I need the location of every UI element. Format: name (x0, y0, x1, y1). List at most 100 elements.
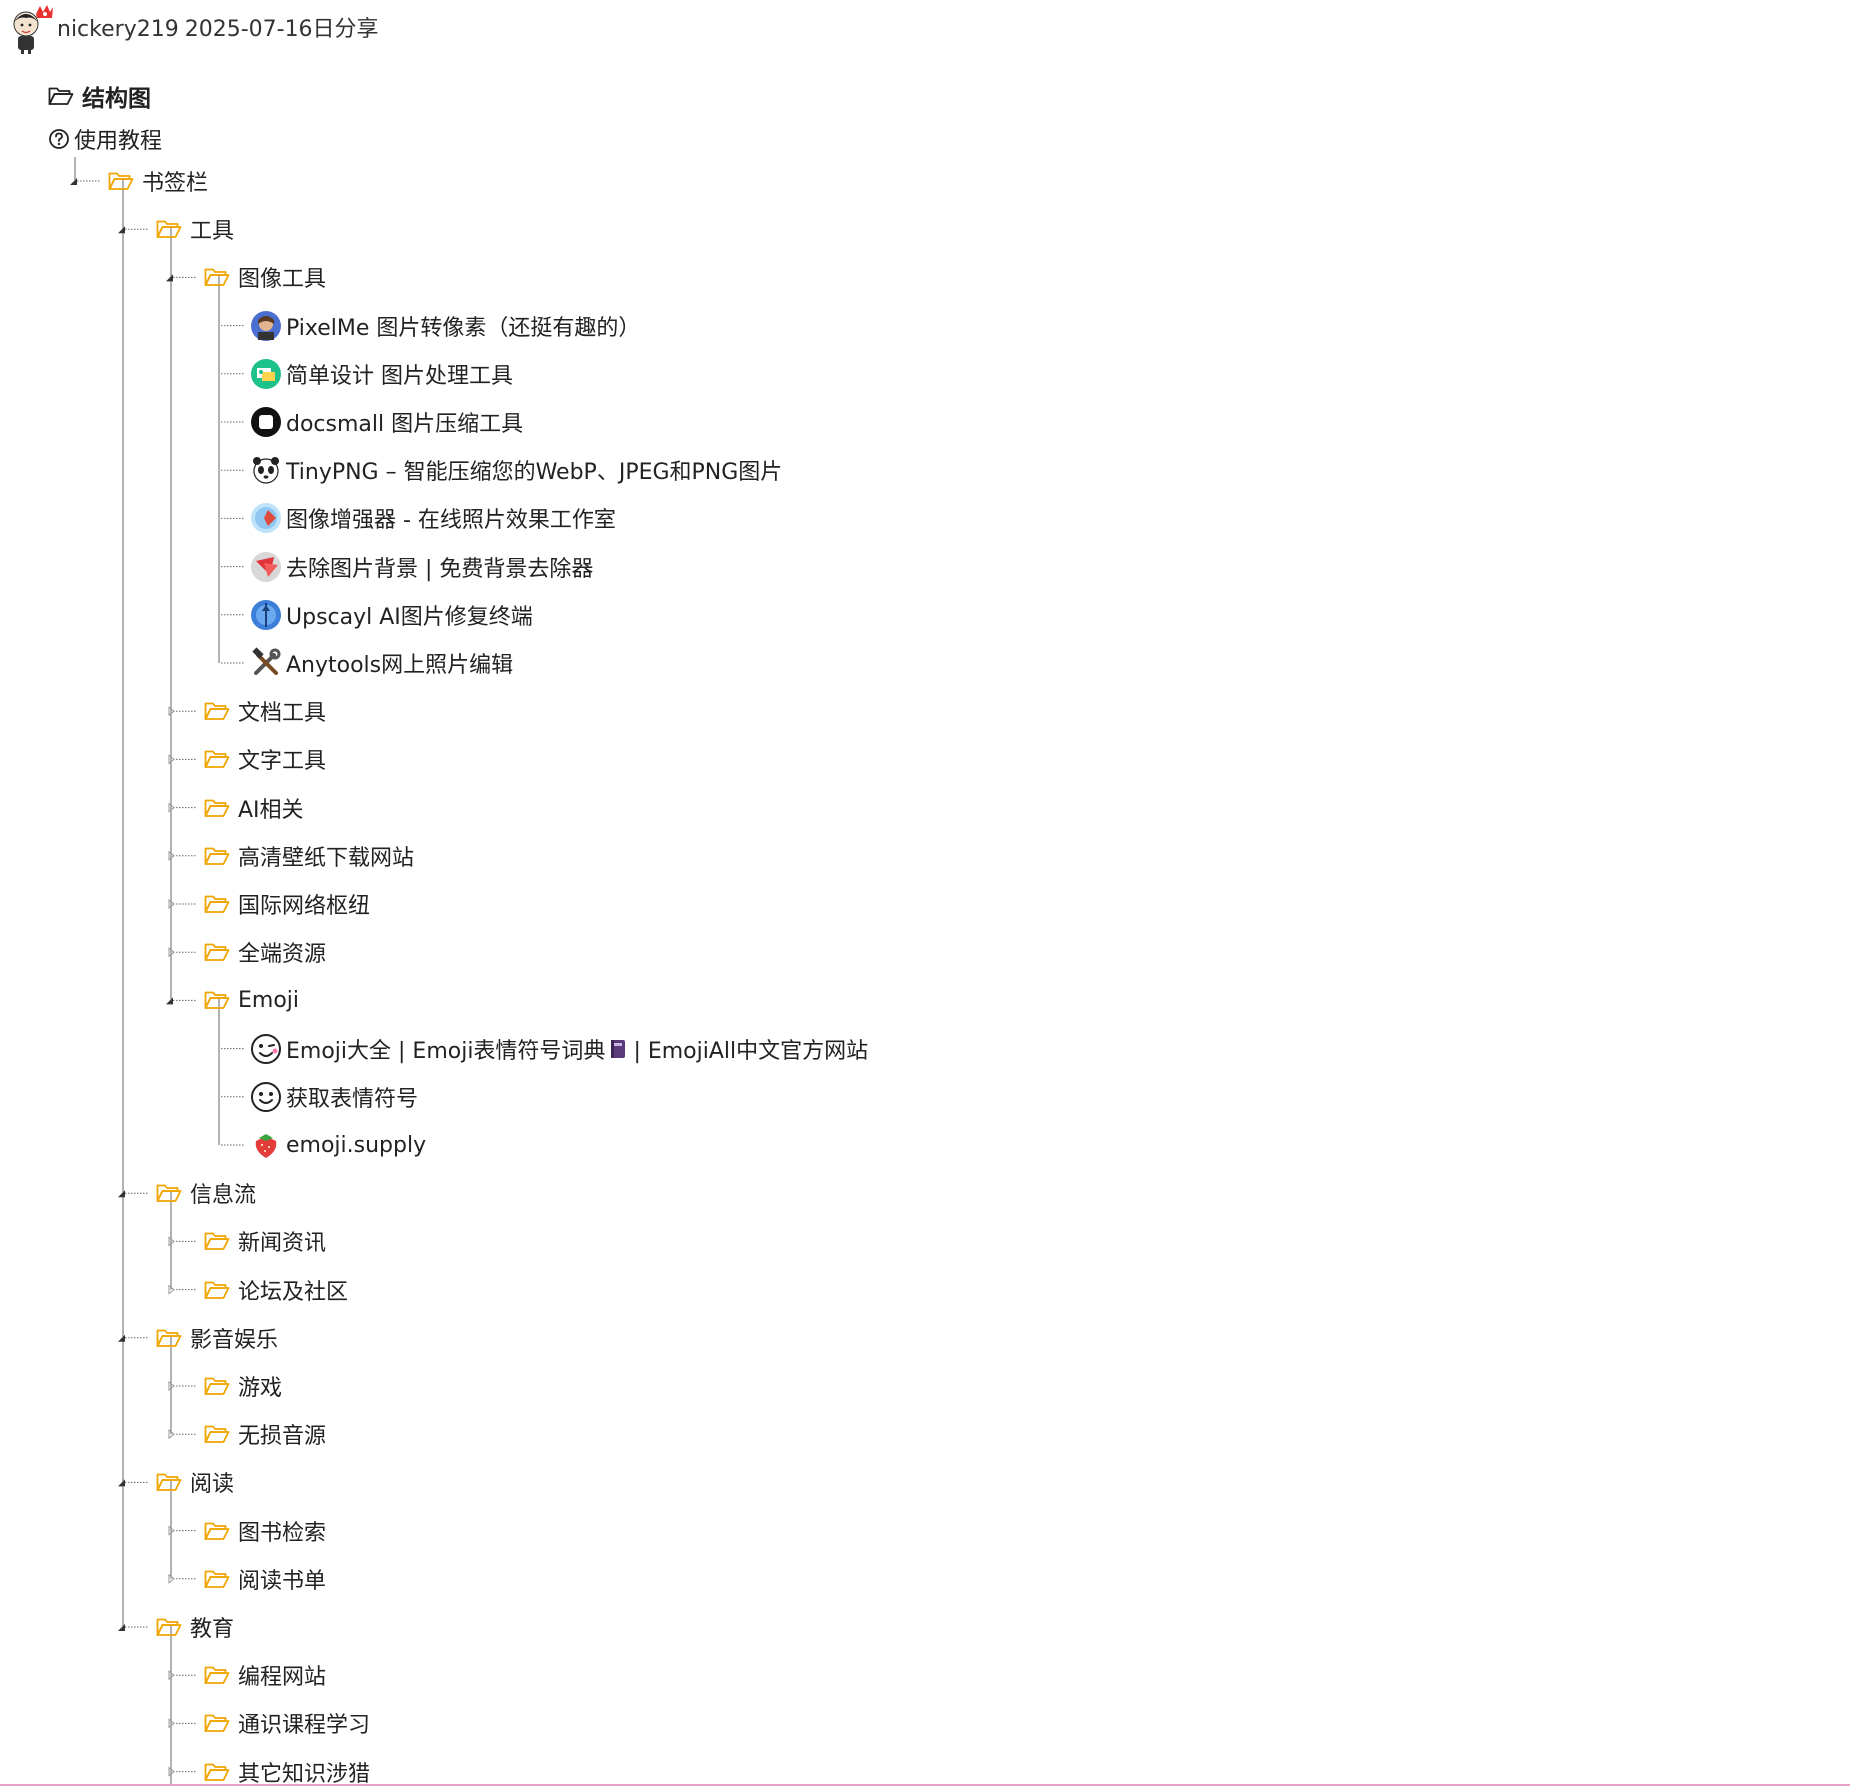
collapsed-toggle-icon[interactable] (168, 1718, 175, 1729)
tree-folder-node[interactable]: 游戏 (204, 1366, 282, 1406)
expanded-toggle-icon[interactable] (118, 1334, 125, 1342)
tree-folder-node[interactable]: 新闻资讯 (204, 1221, 326, 1261)
collapsed-toggle-icon[interactable] (168, 1380, 175, 1392)
structure-title-row[interactable]: 结构图 (48, 80, 151, 112)
tree-folder-node[interactable]: AI相关 (204, 788, 304, 828)
tree-folder-node[interactable]: 阅读书单 (204, 1559, 326, 1599)
tree-folder-node[interactable]: 其它知识涉猎 (204, 1752, 370, 1792)
expanded-toggle-icon[interactable] (166, 274, 173, 282)
help-label: 使用教程 (74, 129, 163, 154)
tree-folder-node[interactable]: 图像工具 (204, 257, 326, 297)
tree-bookmark-link[interactable]: emoji.supply (250, 1125, 426, 1165)
tree-folder-node[interactable]: 高清壁纸下载网站 (204, 836, 414, 876)
folder-open-icon (204, 268, 230, 287)
folder-open-icon (204, 943, 230, 962)
avatar[interactable] (10, 4, 54, 54)
tree-folder-node[interactable]: 国际网络枢纽 (204, 884, 370, 924)
collapsed-toggle-icon[interactable] (168, 1766, 175, 1777)
node-label: PixelMe 图片转像素（还挺有趣的） (286, 315, 641, 341)
node-label: 编程网站 (238, 1665, 327, 1691)
folder-open-icon (204, 1232, 230, 1251)
expanded-toggle-icon[interactable] (118, 1624, 125, 1631)
node-label: Upscayl AI图片修复终端 (286, 604, 533, 630)
tree-folder-node[interactable]: 图书检索 (204, 1511, 326, 1551)
image-enhancer-favicon-icon (251, 503, 281, 534)
tree-bookmark-link[interactable]: 图像增强器 - 在线照片效果工作室 (250, 498, 616, 538)
tree-folder-node[interactable]: Emoji (204, 980, 299, 1020)
tree-bookmark-link[interactable]: TinyPNG – 智能压缩您的WebP、JPEG和PNG图片 (250, 450, 782, 490)
tree-folder-node[interactable]: 教育 (156, 1607, 234, 1647)
node-label: 国际网络枢纽 (238, 894, 371, 919)
help-link[interactable]: 使用教程 (48, 124, 162, 154)
folder-open-icon (204, 991, 230, 1010)
node-label: 图书检索 (238, 1520, 327, 1546)
bottom-border (0, 1784, 1850, 1786)
collapsed-toggle-icon[interactable] (168, 1525, 175, 1536)
tree-bookmark-link[interactable]: Emoji大全 | Emoji表情符号词典| EmojiAll中文官方网站 (250, 1029, 868, 1069)
node-label: 教育 (190, 1617, 235, 1642)
node-label: 阅读书单 (238, 1568, 327, 1594)
expanded-toggle-icon[interactable] (70, 178, 77, 185)
tree-bookmark-link[interactable]: docsmall 图片压缩工具 (250, 402, 523, 442)
tree-bookmark-link[interactable]: Upscayl AI图片修复终端 (250, 595, 533, 635)
panda-favicon-icon (253, 457, 279, 484)
tree-folder-node[interactable]: 影音娱乐 (156, 1318, 278, 1358)
node-label: 工具 (190, 219, 235, 245)
tree-folder-node[interactable]: 全端资源 (204, 932, 326, 972)
username[interactable]: nickery219 (57, 17, 179, 42)
page-title: 结构图 (82, 86, 151, 112)
node-label: 通识课程学习 (238, 1713, 371, 1739)
folder-open-icon (156, 1618, 182, 1636)
collapsed-toggle-icon[interactable] (168, 802, 175, 813)
tree-folder-node[interactable]: 文档工具 (204, 691, 326, 731)
tree-folder-node[interactable]: 论坛及社区 (204, 1270, 348, 1310)
tree-bookmark-link[interactable]: 简单设计 图片处理工具 (250, 354, 513, 394)
collapsed-toggle-icon[interactable] (168, 947, 175, 958)
node-label: 其它知识涉猎 (238, 1761, 371, 1787)
tree-bookmark-link[interactable]: PixelMe 图片转像素（还挺有趣的） (250, 306, 640, 346)
notebook-icon (611, 1039, 626, 1058)
collapsed-toggle-icon[interactable] (168, 1670, 175, 1681)
tree-folder-node[interactable]: 信息流 (156, 1173, 256, 1213)
folder-open-icon (204, 1281, 230, 1299)
tree-folder-node[interactable]: 工具 (156, 209, 234, 249)
node-label: Anytools网上照片编辑 (286, 653, 514, 678)
share-date: 2025-07-16日分享 (184, 17, 379, 42)
node-label: 文档工具 (238, 701, 327, 727)
tree-folder-node[interactable]: 无损音源 (204, 1414, 326, 1454)
node-label: 影音娱乐 (190, 1327, 279, 1353)
folder-open-icon (108, 172, 134, 190)
tree-folder-node[interactable]: 文字工具 (204, 739, 326, 779)
collapsed-toggle-icon[interactable] (168, 754, 175, 765)
collapsed-toggle-icon[interactable] (168, 1236, 175, 1247)
node-label-suffix: | EmojiAll中文官方网站 (633, 1038, 869, 1064)
folder-open-icon (204, 1377, 230, 1395)
jiandan-sheji-favicon-icon (251, 358, 281, 389)
collapsed-toggle-icon[interactable] (168, 1573, 175, 1584)
expanded-toggle-icon[interactable] (118, 226, 125, 234)
folder-open-icon (204, 1522, 230, 1540)
collapsed-toggle-icon[interactable] (168, 898, 175, 910)
tree-folder-node[interactable]: 通识课程学习 (204, 1703, 370, 1743)
tree-bookmark-link[interactable]: Anytools网上照片编辑 (250, 643, 513, 683)
collapsed-toggle-icon[interactable] (168, 1429, 175, 1440)
expanded-toggle-icon[interactable] (166, 997, 173, 1005)
tree-bookmark-link[interactable]: 获取表情符号 (250, 1077, 418, 1117)
expanded-toggle-icon[interactable] (118, 1479, 125, 1487)
collapsed-toggle-icon[interactable] (168, 850, 175, 861)
collapsed-toggle-icon[interactable] (168, 1284, 175, 1295)
expanded-toggle-icon[interactable] (118, 1190, 125, 1198)
tree-bookmark-link[interactable]: 去除图片背景 | 免费背景去除器 (250, 547, 593, 587)
collapsed-toggle-icon[interactable] (168, 706, 175, 717)
node-label: 信息流 (190, 1183, 257, 1209)
node-label: 高清壁纸下载网站 (238, 845, 415, 871)
tree-folder-node[interactable]: 阅读 (156, 1462, 234, 1502)
folder-open-icon (204, 1763, 230, 1781)
folder-open-icon (204, 1425, 230, 1444)
tree-folder-node[interactable]: 书签栏 (108, 161, 208, 201)
folder-open-icon (204, 1570, 230, 1588)
tree-folder-node[interactable]: 编程网站 (204, 1655, 326, 1695)
